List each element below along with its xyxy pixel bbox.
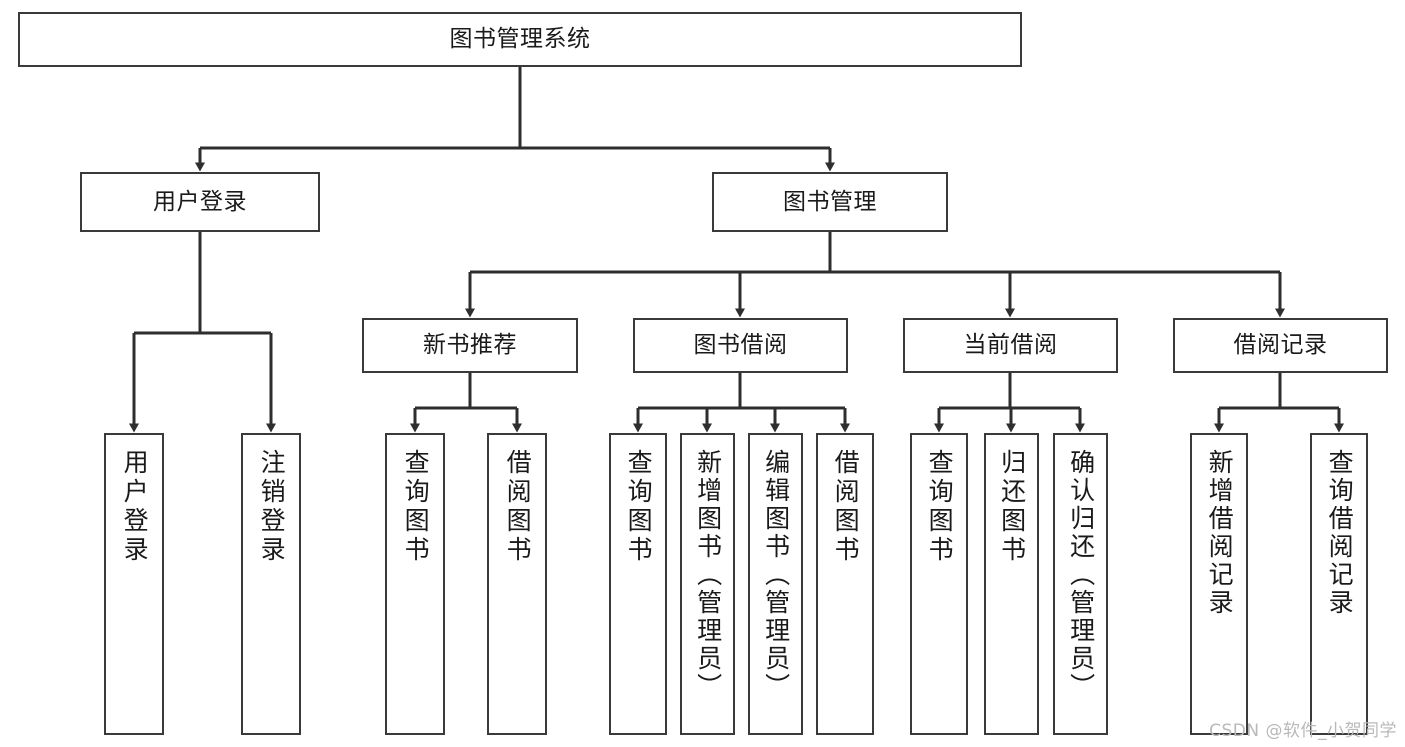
leaf-borrow-book[interactable]: 借阅图书 [816,433,874,735]
node-root-label: 图书管理系统 [449,26,591,52]
leaf-confirm-return-admin-label: 确认归还（管理员） [1066,449,1096,701]
node-book-management-label: 图书管理 [783,188,877,215]
leaf-edit-book-admin[interactable]: 编辑图书（管理员） [748,433,803,735]
leaf-return-book[interactable]: 归还图书 [984,433,1039,735]
node-book-borrow[interactable]: 图书借阅 [633,318,848,373]
leaf-user-login-label: 用户登录 [120,449,150,565]
leaf-logout[interactable]: 注销登录 [241,433,301,735]
leaf-add-book-admin-label: 新增图书（管理员） [693,449,723,701]
leaf-query-book-recommend-label: 查询图书 [401,449,431,565]
node-new-book-recommend[interactable]: 新书推荐 [362,318,578,373]
leaf-return-book-label: 归还图书 [997,449,1027,565]
leaf-query-book-label: 查询图书 [624,449,654,565]
leaf-add-borrow-record[interactable]: 新增借阅记录 [1190,433,1248,735]
node-borrow-record-label: 借阅记录 [1233,332,1328,358]
leaf-user-login[interactable]: 用户登录 [104,433,164,735]
leaf-add-book-admin[interactable]: 新增图书（管理员） [680,433,735,735]
node-book-management[interactable]: 图书管理 [712,172,948,232]
leaf-confirm-return-admin[interactable]: 确认归还（管理员） [1053,433,1108,735]
node-new-book-recommend-label: 新书推荐 [423,332,517,358]
leaf-query-book-current[interactable]: 查询图书 [910,433,968,735]
leaf-query-borrow-record-label: 查询借阅记录 [1325,449,1355,617]
node-book-borrow-label: 图书借阅 [693,332,788,358]
leaf-borrow-book-recommend-label: 借阅图书 [503,449,533,565]
node-current-borrow[interactable]: 当前借阅 [903,318,1118,373]
node-root[interactable]: 图书管理系统 [18,12,1022,67]
leaf-add-borrow-record-label: 新增借阅记录 [1205,449,1235,617]
watermark: CSDN @软件_小贺同学 [1209,721,1397,741]
node-current-borrow-label: 当前借阅 [963,332,1058,358]
leaf-query-borrow-record[interactable]: 查询借阅记录 [1310,433,1368,735]
leaf-query-book-recommend[interactable]: 查询图书 [385,433,445,735]
node-borrow-record[interactable]: 借阅记录 [1173,318,1388,373]
leaf-borrow-book-recommend[interactable]: 借阅图书 [487,433,547,735]
node-user-login[interactable]: 用户登录 [80,172,320,232]
leaf-query-book-current-label: 查询图书 [925,449,955,565]
leaf-edit-book-admin-label: 编辑图书（管理员） [761,449,791,701]
leaf-logout-label: 注销登录 [257,449,287,565]
leaf-borrow-book-label: 借阅图书 [831,449,861,565]
node-user-login-label: 用户登录 [153,188,247,215]
leaf-query-book[interactable]: 查询图书 [609,433,667,735]
